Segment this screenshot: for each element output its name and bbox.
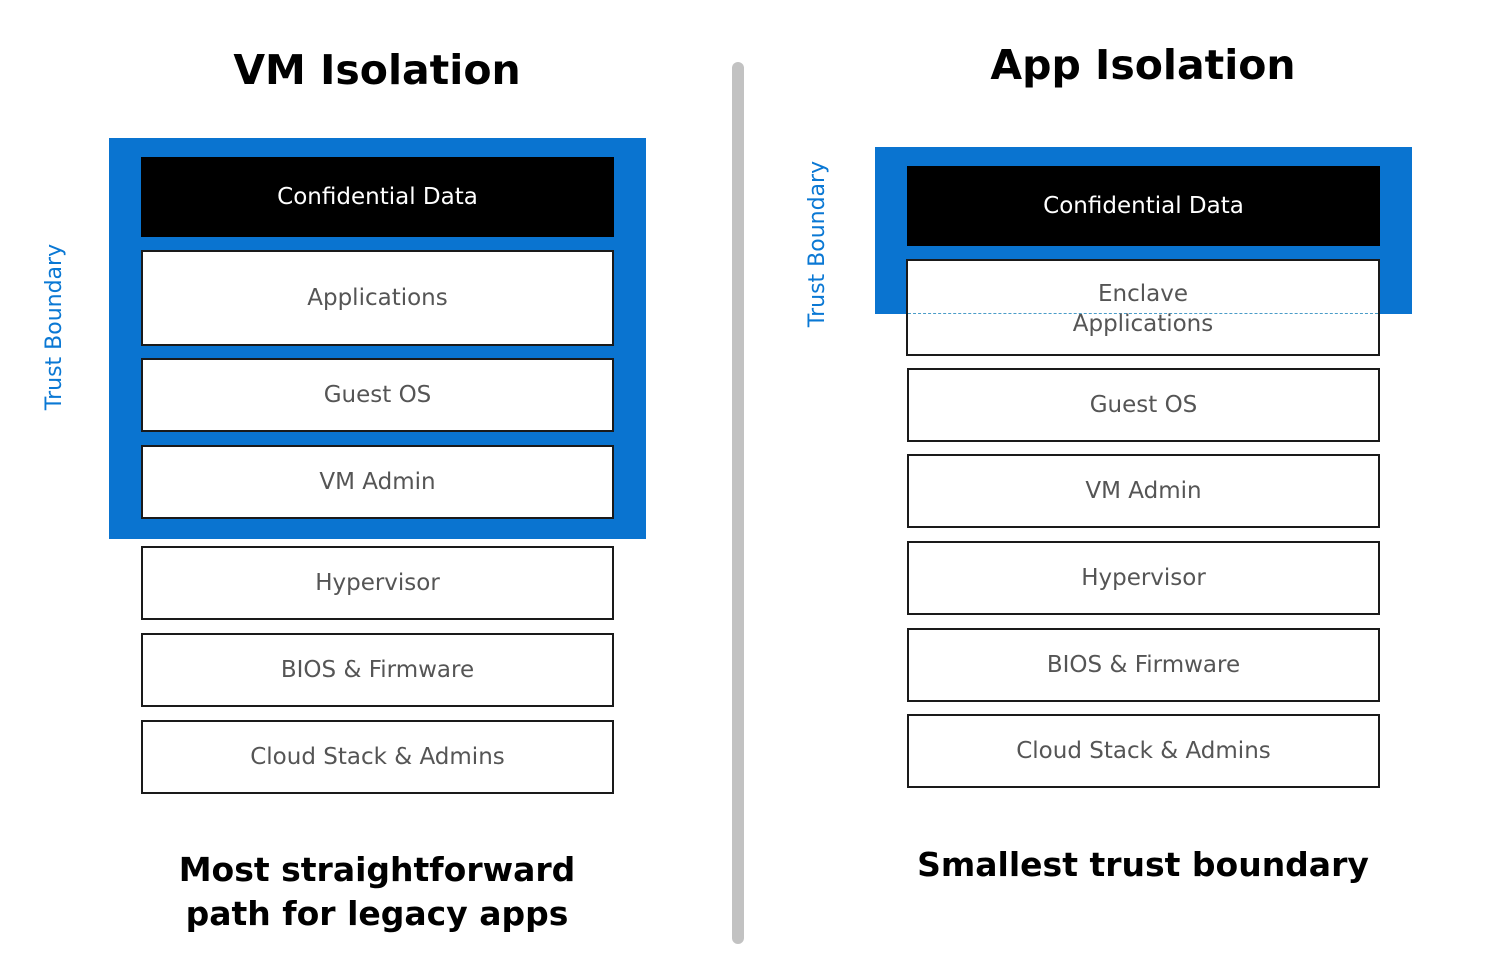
left-layer-hypervisor: Hypervisor [141, 546, 614, 620]
right-layer-enclave-applications: Enclave Applications [906, 259, 1380, 356]
left-layer-vm-admin: VM Admin [141, 445, 614, 519]
panel-divider [732, 62, 744, 944]
right-layer-enclave: Enclave [1097, 281, 1188, 307]
right-title: App Isolation [990, 41, 1296, 89]
right-layer-bios-firmware: BIOS & Firmware [907, 628, 1380, 702]
right-trust-boundary-label: Trust Boundary [805, 160, 830, 328]
left-layer-applications: Applications [141, 250, 614, 346]
left-caption-line1: Most straightforward [178, 850, 576, 889]
left-layer-cloud-stack-admins: Cloud Stack & Admins [141, 720, 614, 794]
left-layer-guest-os: Guest OS [141, 358, 614, 432]
trust-boundary-dashed-line [908, 313, 1378, 314]
right-layer-guest-os: Guest OS [907, 368, 1380, 442]
right-layer-confidential-data: Confidential Data [907, 166, 1380, 246]
right-caption: Smallest trust boundary [917, 845, 1369, 884]
right-layer-hypervisor: Hypervisor [907, 541, 1380, 615]
left-layer-bios-firmware: BIOS & Firmware [141, 633, 614, 707]
left-trust-boundary-label: Trust Boundary [42, 243, 67, 411]
left-layer-confidential-data: Confidential Data [141, 157, 614, 237]
right-layer-cloud-stack-admins: Cloud Stack & Admins [907, 714, 1380, 788]
left-title: VM Isolation [233, 46, 521, 94]
left-caption-line2: path for legacy apps [185, 894, 569, 933]
left-caption: Most straightforward path for legacy app… [127, 848, 627, 936]
right-layer-applications: Applications [1072, 311, 1214, 337]
right-layer-vm-admin: VM Admin [907, 454, 1380, 528]
